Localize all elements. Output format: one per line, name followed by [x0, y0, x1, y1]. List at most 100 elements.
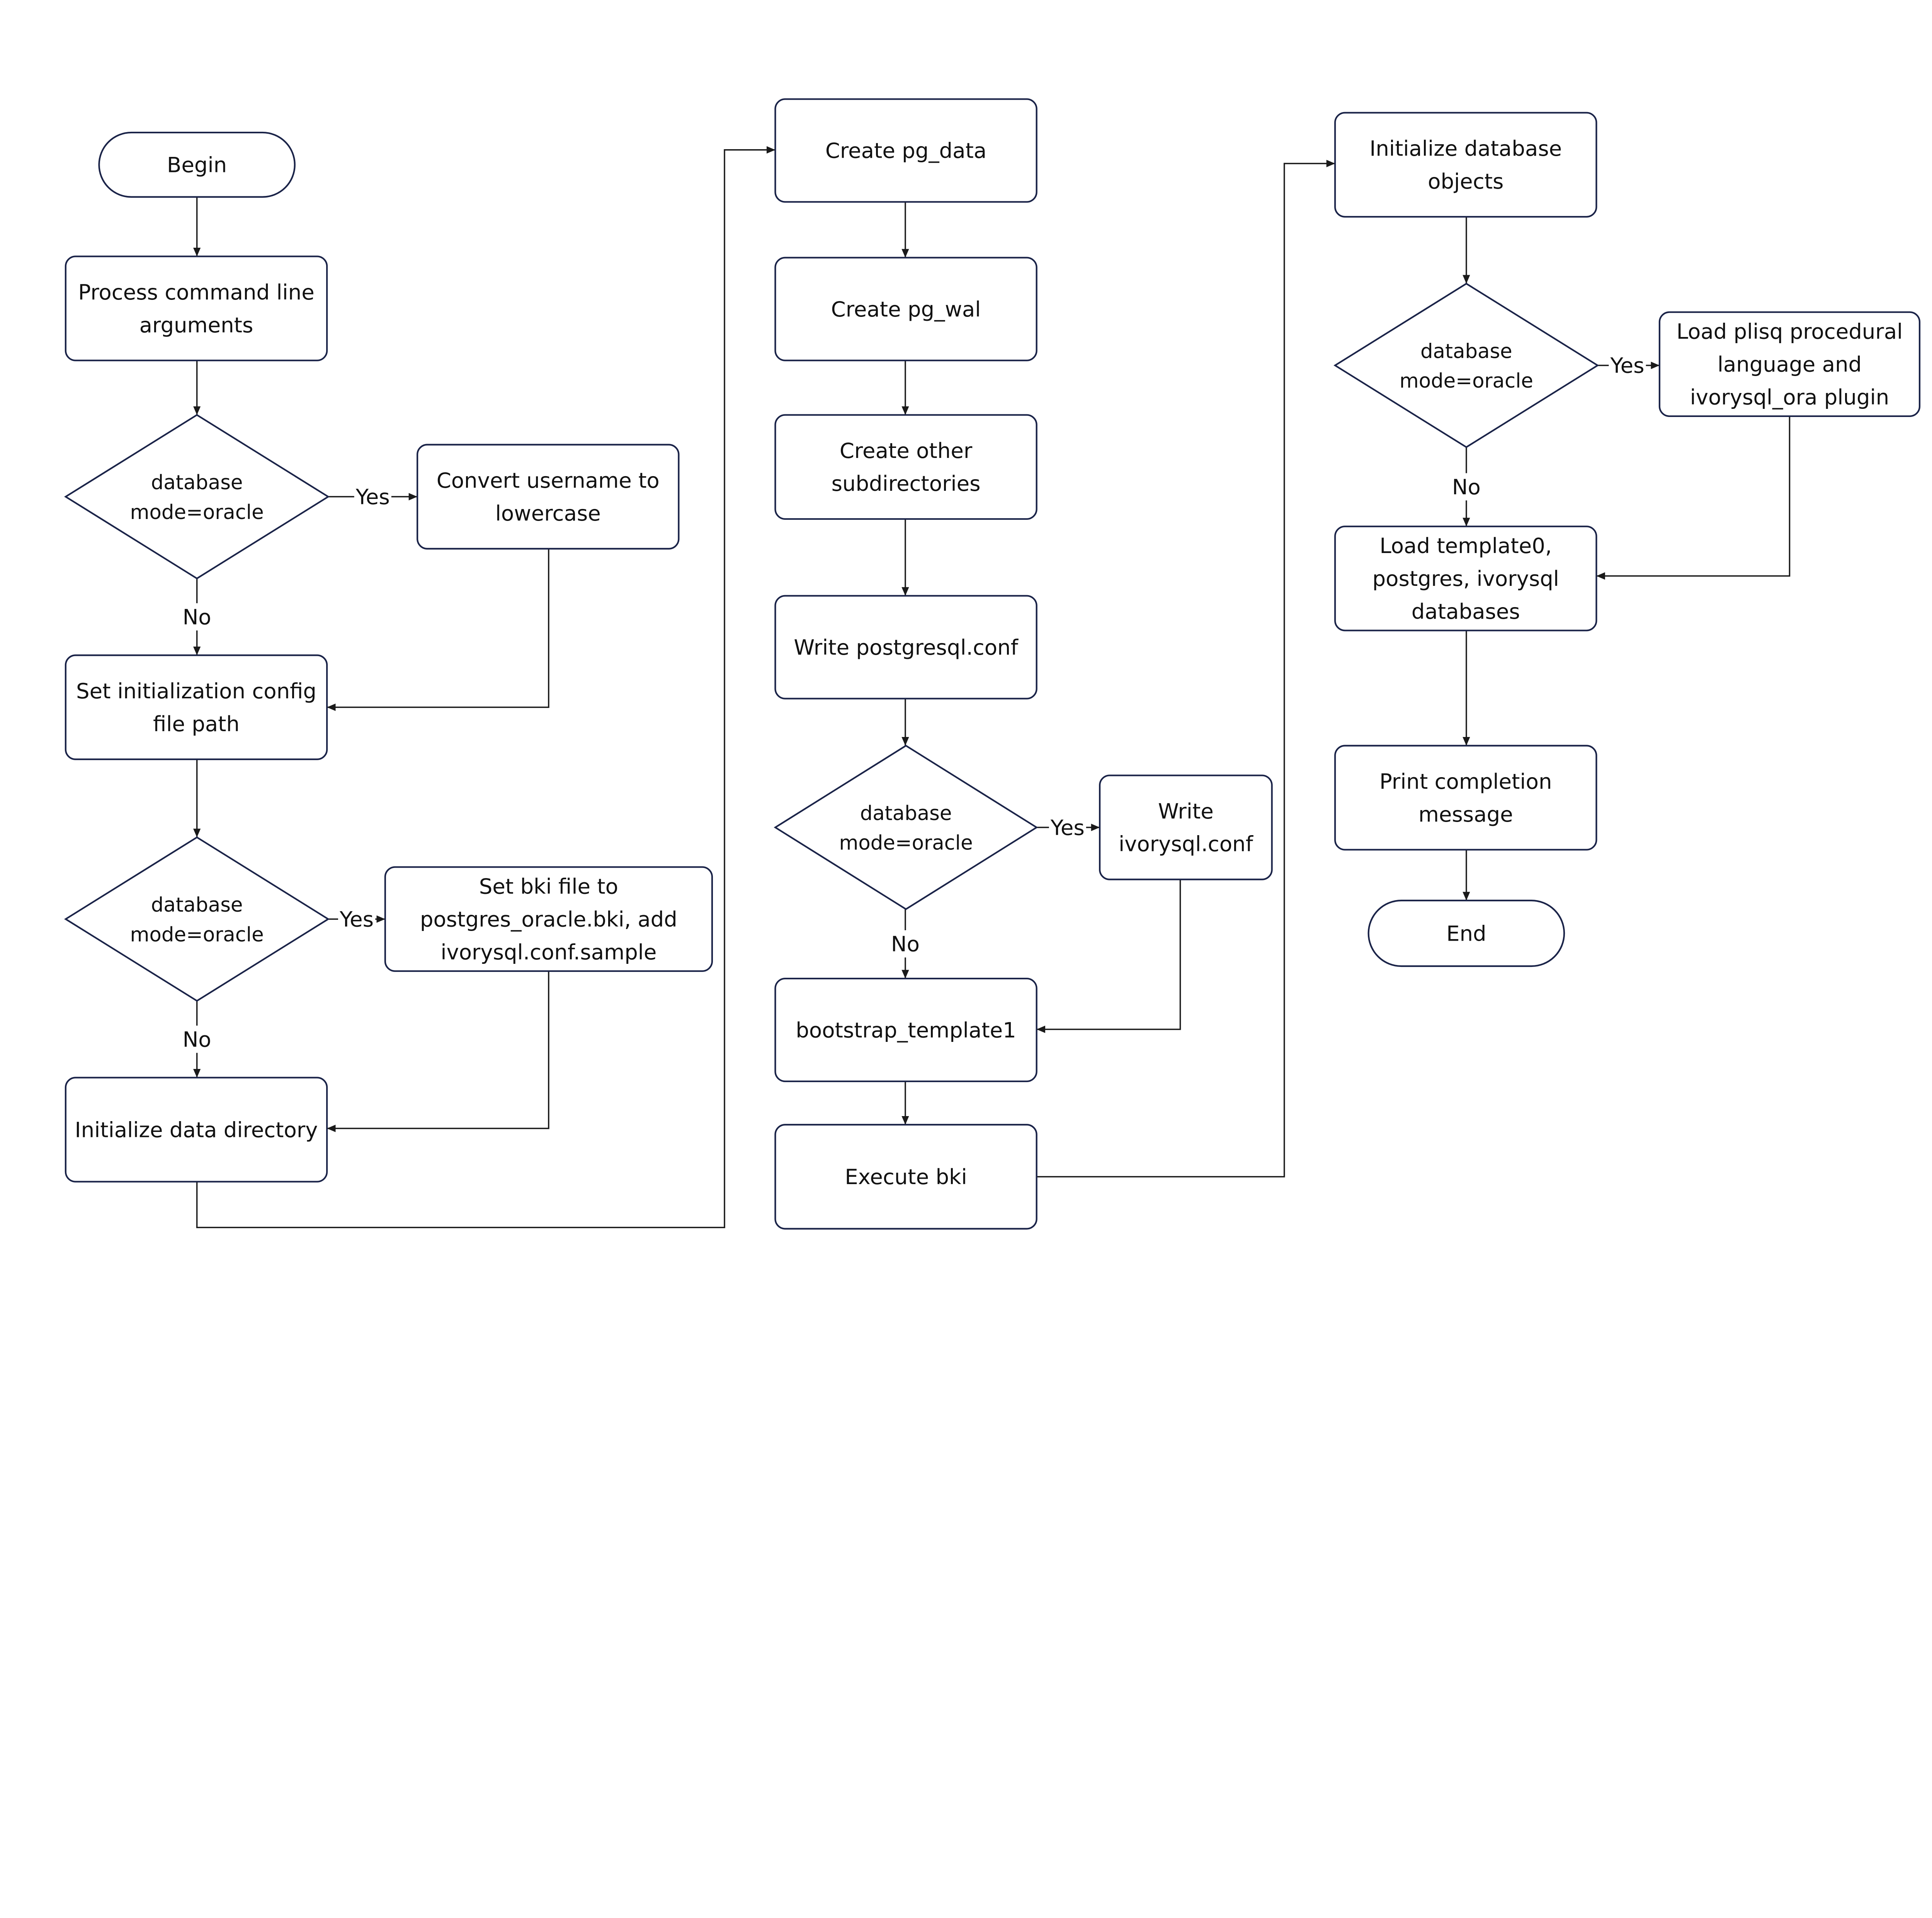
- node-create-pg-data: Create pg_data: [774, 98, 1037, 203]
- edge-label-yes: Yes: [355, 484, 390, 509]
- edge-label-no: No: [183, 604, 211, 629]
- edge-label-no: No: [183, 1027, 211, 1052]
- node-text-line: Process command line: [78, 280, 314, 305]
- process-shape: [1099, 774, 1273, 880]
- process-shape: [774, 257, 1037, 361]
- decision-shape: [774, 745, 1038, 910]
- edge-set-bki-to-init-data-dir: [327, 971, 549, 1132]
- edge-load-plisql-to-load-templates: [1596, 416, 1791, 580]
- node-text-line: subdirectories: [832, 471, 981, 496]
- edge-init-data-dir-to-create-pg-data: [196, 146, 776, 1229]
- node-text-line: End: [1446, 921, 1486, 946]
- node-text-line: bootstrap_template1: [796, 1018, 1016, 1042]
- node-text-line: Print completion: [1379, 769, 1552, 794]
- node-init-data-dir: Initialize data directory: [65, 1077, 328, 1183]
- decision-shape: [1333, 283, 1599, 448]
- edge-execute-bki-to-init-db-objects: [1036, 160, 1335, 1178]
- node-text-line: database: [151, 893, 243, 917]
- node-bootstrap-template1: bootstrap_template1: [774, 977, 1037, 1082]
- node-text-line: database: [151, 471, 243, 494]
- node-set-bki: Set bki file to postgres_oracle.bki, add i…: [384, 866, 713, 972]
- node-text-line: databases: [1412, 599, 1520, 624]
- edge-label-no: No: [1452, 475, 1481, 499]
- process-shape: [65, 1077, 328, 1183]
- node-set-config-path: Set initialization config file path: [65, 654, 328, 760]
- process-shape: [774, 414, 1037, 520]
- node-text-line: Write postgresql.conf: [794, 635, 1019, 660]
- node-init-db-objects: Initialize database objects: [1334, 112, 1597, 218]
- node-create-subdirs: Create other subdirectories: [774, 414, 1037, 520]
- node-text-line: Write: [1158, 799, 1214, 824]
- node-text-line: Create pg_data: [825, 138, 986, 163]
- node-execute-bki: Execute bki: [774, 1124, 1037, 1230]
- process-shape: [774, 1124, 1037, 1230]
- node-text-line: mode=oracle: [130, 501, 264, 524]
- process-shape: [65, 255, 328, 361]
- edge-write-ivorysql-conf-to-bootstrap-template1: [1036, 879, 1181, 1033]
- node-load-plisql: Load plisq procedural language and ivorysq…: [1658, 311, 1921, 417]
- node-text-line: Begin: [167, 153, 227, 177]
- node-text-line: Initialize database: [1369, 136, 1562, 161]
- decision-shape: [64, 414, 330, 580]
- decision-shape: [64, 836, 330, 1002]
- node-begin: Begin: [98, 131, 296, 198]
- node-decision-4: database mode=oracle: [1333, 283, 1599, 448]
- node-decision-2: database mode=oracle: [64, 836, 330, 1002]
- process-shape: [1334, 112, 1597, 218]
- node-decision-3: database mode=oracle: [774, 745, 1038, 910]
- node-decision-1: database mode=oracle: [64, 414, 330, 580]
- node-text-line: Load template0,: [1379, 533, 1552, 558]
- process-shape: [65, 654, 328, 760]
- node-text-line: Load plisq procedural: [1677, 319, 1903, 344]
- node-text-line: Initialize data directory: [75, 1117, 318, 1142]
- node-text-line: Set initialization config: [76, 679, 316, 703]
- node-text-line: mode=oracle: [839, 832, 973, 855]
- process-shape: [1658, 311, 1921, 417]
- node-convert-username: Convert username to lowercase: [417, 444, 680, 550]
- process-shape: [774, 595, 1037, 699]
- node-text-line: database: [860, 802, 952, 825]
- process-shape: [1334, 745, 1597, 851]
- node-text-line: database: [1420, 340, 1512, 363]
- process-shape: [417, 444, 680, 550]
- process-shape: [1334, 526, 1597, 631]
- edge-label-yes: Yes: [1610, 353, 1645, 378]
- edge-label-yes: Yes: [339, 907, 374, 931]
- terminator-shape: [98, 131, 296, 198]
- node-text-line: ivorysql.conf.sample: [440, 939, 656, 964]
- node-text-line: language and: [1718, 352, 1862, 377]
- node-process-args: Process command line arguments: [65, 255, 328, 361]
- node-text-line: arguments: [139, 313, 253, 337]
- node-text-line: message: [1418, 802, 1513, 827]
- node-text-line: Set bki file to: [479, 874, 618, 899]
- edge-label-no: No: [891, 932, 920, 956]
- node-text-line: mode=oracle: [1400, 369, 1533, 393]
- node-end: End: [1367, 900, 1565, 967]
- node-text-line: Execute bki: [845, 1164, 967, 1189]
- node-text-line: postgres_oracle.bki, add: [420, 907, 677, 931]
- node-text-line: ivorysql.conf: [1119, 832, 1254, 856]
- node-text-line: postgres, ivorysql: [1372, 566, 1559, 591]
- node-load-templates: Load template0, postgres, ivorysql databas…: [1334, 526, 1597, 631]
- node-create-pg-wal: Create pg_wal: [774, 257, 1037, 361]
- node-text-line: lowercase: [495, 501, 601, 526]
- edge-convert-username-to-set-config-path: [327, 548, 549, 711]
- process-shape: [384, 866, 713, 972]
- node-print-completion: Print completion message: [1334, 745, 1597, 851]
- node-text-line: mode=oracle: [130, 923, 264, 946]
- edge-label-yes: Yes: [1050, 815, 1085, 840]
- node-text-line: Create pg_wal: [831, 297, 981, 322]
- process-shape: [774, 98, 1037, 203]
- node-write-postgresql-conf: Write postgresql.conf: [774, 595, 1037, 699]
- process-shape: [774, 977, 1037, 1082]
- node-text-line: file path: [153, 711, 240, 736]
- node-text-line: ivorysql_ora plugin: [1690, 385, 1889, 409]
- terminator-shape: [1367, 900, 1565, 967]
- node-write-ivorysql-conf: Write ivorysql.conf: [1099, 774, 1273, 880]
- node-text-line: Convert username to: [437, 468, 660, 493]
- node-text-line: Create other: [840, 438, 973, 463]
- node-text-line: objects: [1428, 169, 1503, 194]
